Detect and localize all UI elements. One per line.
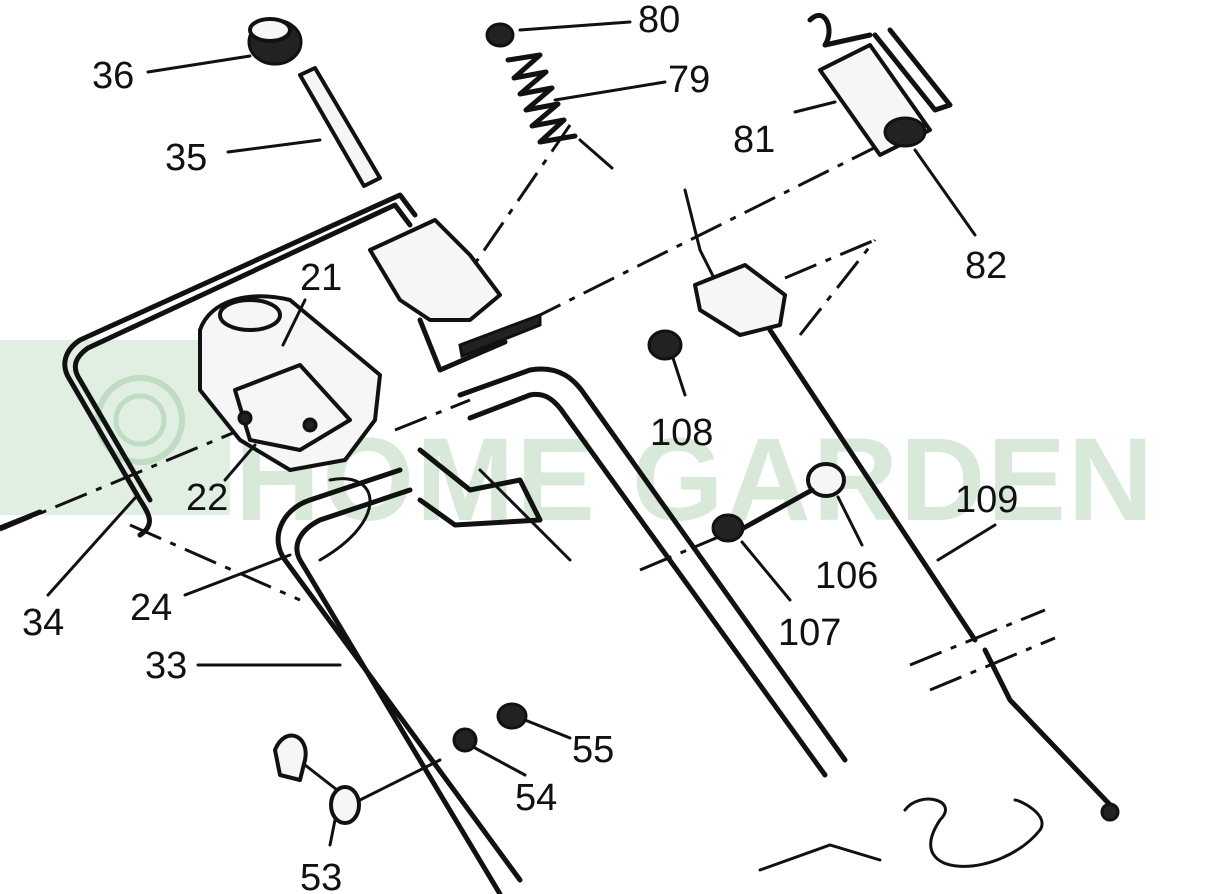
part-33-handle-tube: [275, 366, 848, 894]
callout-21: 21: [300, 257, 342, 299]
lower-fixings: [273, 702, 528, 825]
callout-80: 80: [638, 0, 680, 41]
part-35-bolt: [298, 66, 382, 188]
callout-55: 55: [572, 729, 614, 771]
part-81-lever: [807, 12, 953, 157]
callout-79: 79: [668, 59, 710, 101]
watermark-swirl-icon: [95, 375, 185, 465]
part-80-nut: [485, 22, 515, 48]
callout-22: 22: [186, 477, 228, 519]
part-34-handle-rod: [0, 192, 418, 538]
callout-24: 24: [130, 587, 172, 629]
callout-53: 53: [300, 857, 342, 894]
callout-81: 81: [733, 119, 775, 161]
callout-34: 34: [22, 602, 64, 644]
part-109-cable: [683, 188, 1120, 872]
part-108-nut: [647, 329, 683, 361]
watermark-badge: [0, 340, 230, 515]
watermark-text: HOME GARDEN: [235, 414, 1155, 546]
part-106-bolt: [737, 462, 846, 533]
callout-107: 107: [778, 612, 841, 654]
callout-106: 106: [815, 555, 878, 597]
callout-labels: 36 80 79 35 81 82 21 22 108 109 106 107 …: [22, 0, 1018, 894]
callout-36: 36: [92, 55, 134, 97]
part-107-nut: [711, 513, 745, 543]
watermark-logo: HOME GARDEN: [0, 340, 1155, 546]
upper-bracket: [368, 218, 542, 373]
part-79-spring: [505, 52, 614, 170]
callout-35: 35: [165, 137, 207, 179]
callout-108: 108: [650, 412, 713, 454]
callout-109: 109: [955, 479, 1018, 521]
part-21-control-box: [198, 294, 382, 472]
callout-54: 54: [515, 777, 557, 819]
callout-82: 82: [965, 245, 1007, 287]
part-36-knob: [247, 17, 303, 66]
callout-33: 33: [145, 645, 187, 687]
leader-lines: [46, 20, 997, 847]
